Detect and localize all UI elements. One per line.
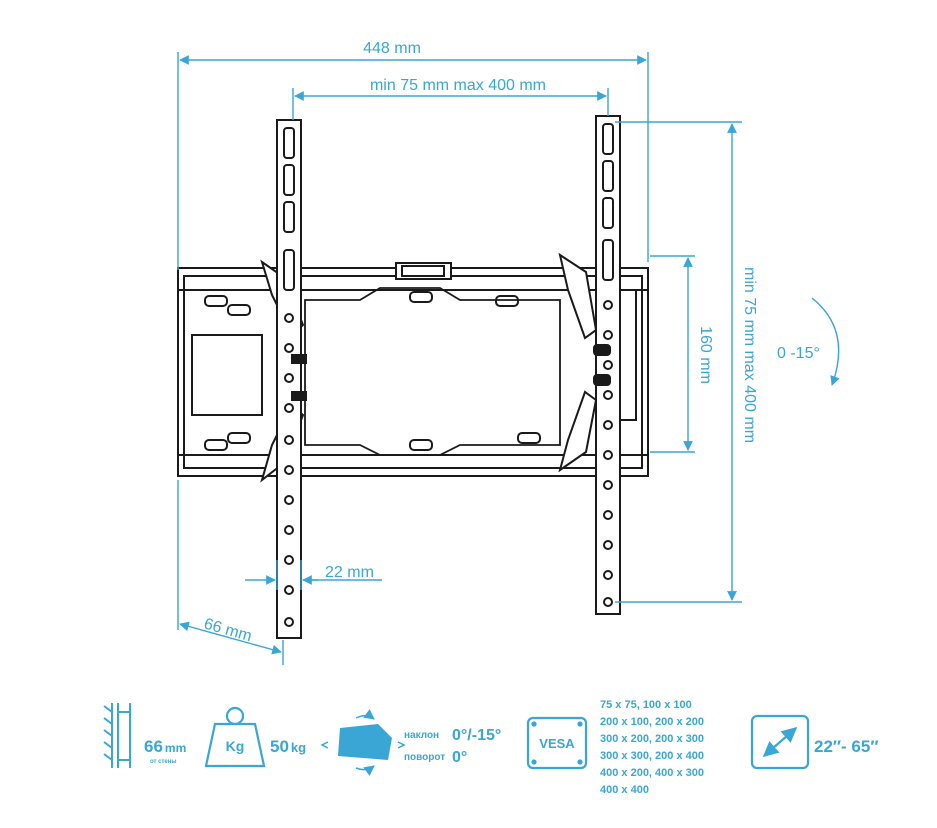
- right-vertical-rail: [593, 115, 621, 615]
- wall-distance-icon: [103, 703, 131, 768]
- screen-diagonal-icon: [750, 714, 810, 770]
- vesa-size-line: 300 x 300, 200 x 400: [600, 750, 704, 762]
- vesa-size-line: 400 x 200, 400 x 300: [600, 767, 704, 779]
- tilt-range-label: 0 -15°: [777, 345, 820, 362]
- vesa-vertical-label: min 75 mm max 400 mm: [741, 267, 758, 443]
- vesa-icon-label: VESA: [539, 736, 575, 751]
- tilt-value: 0°/-15°: [452, 727, 501, 744]
- wall-depth-label: 66 mm: [202, 616, 254, 646]
- swivel-value: 0°: [452, 749, 467, 766]
- weight-icon-label: Kg: [226, 738, 245, 754]
- vesa-sizes-list: 75 x 75, 100 x 100 200 x 100, 200 x 200 …: [600, 699, 704, 796]
- vesa-icon: [526, 716, 588, 770]
- vesa-horizontal-label: min 75 mm max 400 mm: [370, 77, 546, 94]
- vesa-size-line: 300 x 200, 200 x 300: [600, 733, 704, 745]
- wall-plate: [177, 262, 649, 477]
- left-vertical-rail: [276, 119, 307, 639]
- screen-size-value: 22″- 65″: [814, 737, 879, 756]
- vesa-size-line: 75 x 75, 100 x 100: [600, 699, 692, 711]
- weight-icon: [204, 706, 266, 768]
- tilt-label: наклон: [404, 730, 439, 741]
- vesa-size-line: 400 x 400: [600, 784, 649, 796]
- rail-width-label: 22 mm: [325, 564, 374, 581]
- vesa-size-line: 200 x 100, 200 x 200: [600, 716, 704, 728]
- tv-tilt-icon: [320, 709, 406, 776]
- depth-note: от стены: [150, 759, 176, 765]
- dimension-lines: [177, 52, 840, 665]
- plate-height-label: 160 mm: [697, 326, 714, 384]
- swivel-label: поворот: [404, 752, 445, 763]
- overall-width-label: 448 mm: [363, 40, 421, 57]
